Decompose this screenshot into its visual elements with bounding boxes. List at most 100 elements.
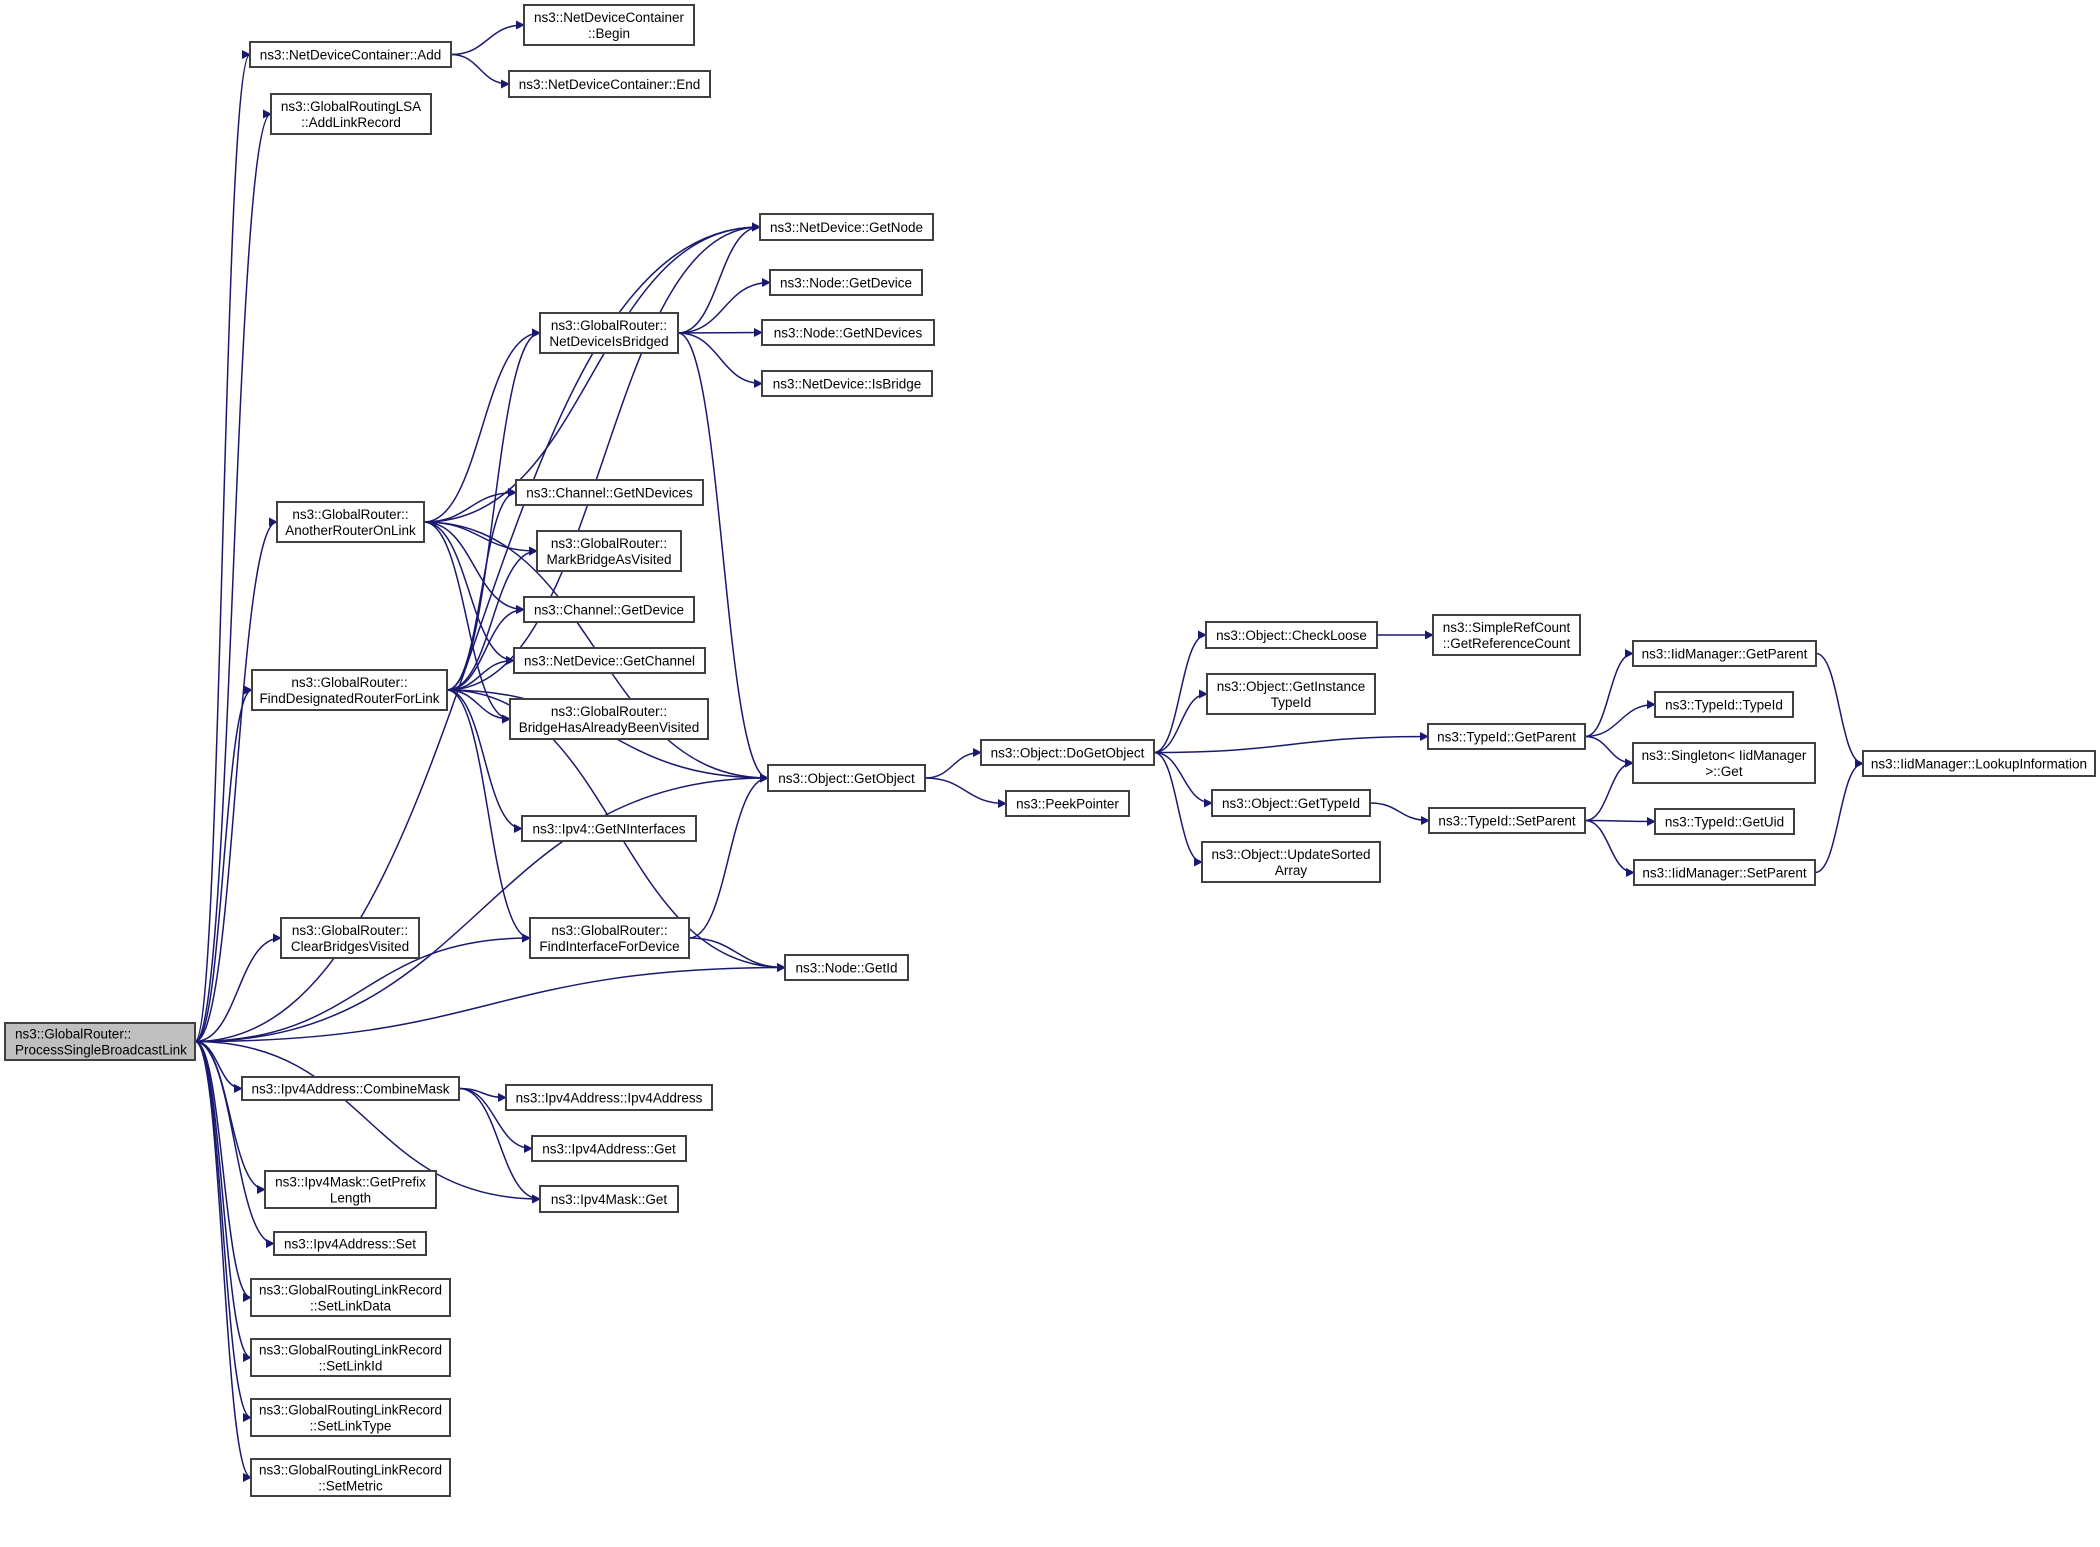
- node-ipv4-mask-get[interactable]: ns3::Ipv4Mask::Get: [539, 1185, 679, 1213]
- node-node-get-ndevices[interactable]: ns3::Node::GetNDevices: [761, 319, 935, 346]
- edge-root-to-set-link-data: [194, 1040, 252, 1302]
- edge-line: [423, 222, 761, 523]
- node-label: ns3::NetDeviceContainer: [534, 10, 685, 25]
- node-ndc-begin[interactable]: ns3::NetDeviceContainer::Begin: [523, 4, 695, 46]
- node-label: ns3::GlobalRoutingLinkRecord: [259, 1403, 442, 1418]
- node-set-link-data[interactable]: ns3::GlobalRoutingLinkRecord::SetLinkDat…: [250, 1278, 451, 1317]
- node-nd-get-channel[interactable]: ns3::NetDevice::GetChannel: [513, 647, 706, 674]
- edge-iid-set-parent-to-lookup-info: [1814, 759, 1864, 874]
- node-check-loose[interactable]: ns3::Object::CheckLoose: [1205, 621, 1378, 649]
- node-bridge-visited[interactable]: ns3::GlobalRouter::BridgeHasAlreadyBeenV…: [509, 698, 709, 740]
- node-get-object[interactable]: ns3::Object::GetObject: [767, 764, 926, 792]
- node-nd-get-node[interactable]: ns3::NetDevice::GetNode: [759, 213, 934, 241]
- node-ndc-add[interactable]: ns3::NetDeviceContainer::Add: [249, 41, 452, 68]
- node-ch-get-device[interactable]: ns3::Channel::GetDevice: [523, 596, 695, 623]
- node-label: ns3::TypeId::SetParent: [1438, 814, 1576, 829]
- node-tid-get-uid[interactable]: ns3::TypeId::GetUid: [1654, 808, 1795, 835]
- node-box: [250, 1278, 451, 1317]
- root-node[interactable]: ns3::GlobalRouter::ProcessSingleBroadcas…: [4, 1022, 196, 1061]
- node-label: ns3::TypeId::GetUid: [1665, 815, 1784, 830]
- node-ipv4-addr-get[interactable]: ns3::Ipv4Address::Get: [531, 1135, 687, 1162]
- node-tid-type-id[interactable]: ns3::TypeId::TypeId: [1654, 691, 1794, 718]
- node-node-get-id[interactable]: ns3::Node::GetId: [784, 954, 909, 981]
- node-mark-bridge[interactable]: ns3::GlobalRouter::MarkBridgeAsVisited: [536, 530, 682, 572]
- edge-get-object-to-do-get-object: [924, 748, 982, 779]
- node-clear-bridges[interactable]: ns3::GlobalRouter::ClearBridgesVisited: [280, 917, 420, 959]
- edge-root-to-another-router: [194, 517, 278, 1043]
- edge-another-router-to-nd-get-channel: [423, 521, 515, 665]
- node-net-dev-is-bridged[interactable]: ns3::GlobalRouter::NetDeviceIsBridged: [539, 312, 679, 354]
- node-ch-get-ndevices[interactable]: ns3::Channel::GetNDevices: [515, 479, 704, 506]
- node-iid-set-parent[interactable]: ns3::IidManager::SetParent: [1633, 859, 1816, 886]
- node-label: ns3::Object::GetTypeId: [1222, 796, 1360, 811]
- node-tid-set-parent[interactable]: ns3::TypeId::SetParent: [1428, 807, 1586, 834]
- edge-tid-set-parent-to-tid-get-uid: [1584, 816, 1656, 826]
- node-label: TypeId: [1271, 695, 1312, 710]
- edge-line: [688, 773, 769, 939]
- node-label: ns3::TypeId::GetParent: [1437, 730, 1576, 745]
- node-ipv4-addr[interactable]: ns3::Ipv4Address::Ipv4Address: [505, 1084, 713, 1111]
- node-ndc-end[interactable]: ns3::NetDeviceContainer::End: [508, 70, 711, 98]
- node-ref-count[interactable]: ns3::SimpleRefCount::GetReferenceCount: [1432, 614, 1581, 656]
- node-set-link-id[interactable]: ns3::GlobalRoutingLinkRecord::SetLinkId: [250, 1338, 451, 1377]
- node-box: [270, 93, 432, 135]
- edge-line: [446, 656, 515, 691]
- node-label: ns3::GlobalRouter::: [292, 507, 408, 522]
- node-get-ninterfaces[interactable]: ns3::Ipv4::GetNInterfaces: [521, 815, 697, 842]
- node-label: ns3::NetDevice::GetNode: [770, 220, 923, 235]
- node-obj-get-type-id[interactable]: ns3::Object::GetTypeId: [1211, 789, 1371, 817]
- node-find-iface[interactable]: ns3::GlobalRouter::FindInterfaceForDevic…: [529, 917, 690, 959]
- node-box: [515, 479, 704, 506]
- node-label: ns3::GlobalRouter::: [292, 923, 408, 938]
- node-node-get-device[interactable]: ns3::Node::GetDevice: [769, 269, 923, 296]
- node-box: [1633, 859, 1816, 886]
- edge-find-dr-to-net-dev-is-bridged: [446, 328, 541, 691]
- node-box: [521, 815, 697, 842]
- edge-find-dr-to-find-iface: [446, 689, 531, 943]
- node-singleton-get[interactable]: ns3::Singleton< IidManager>::Get: [1632, 742, 1816, 784]
- node-label: ns3::GlobalRouter::: [551, 923, 667, 938]
- edge-line: [677, 222, 761, 334]
- edge-line: [194, 50, 251, 1043]
- edge-line: [194, 222, 761, 1043]
- edge-line: [446, 328, 541, 691]
- node-label: ::Begin: [588, 26, 630, 41]
- edge-find-dr-to-nd-get-channel: [446, 656, 515, 691]
- edge-another-router-to-net-dev-is-bridged: [423, 328, 541, 523]
- node-set-metric[interactable]: ns3::GlobalRoutingLinkRecord::SetMetric: [250, 1458, 451, 1497]
- node-nd-is-bridge[interactable]: ns3::NetDevice::IsBridge: [761, 370, 933, 397]
- edge-line: [194, 1040, 252, 1482]
- edge-line: [194, 773, 769, 1043]
- node-label: Array: [1275, 863, 1308, 878]
- node-box: [280, 917, 420, 959]
- node-ipv4-addr-set[interactable]: ns3::Ipv4Address::Set: [273, 1231, 427, 1256]
- edge-net-dev-is-bridged-to-get-object: [677, 332, 769, 783]
- node-label: ns3::PeekPointer: [1016, 797, 1119, 812]
- node-set-link-type[interactable]: ns3::GlobalRoutingLinkRecord::SetLinkTyp…: [250, 1398, 451, 1437]
- node-label: ns3::GlobalRouter::: [551, 536, 667, 551]
- edge-line: [924, 748, 982, 779]
- edge-tid-set-parent-to-iid-set-parent: [1584, 819, 1635, 877]
- edge-net-dev-is-bridged-to-nd-is-bridge: [677, 332, 763, 388]
- node-lookup-info[interactable]: ns3::IidManager::LookupInformation: [1862, 750, 2096, 777]
- node-another-router[interactable]: ns3::GlobalRouter::AnotherRouterOnLink: [276, 501, 425, 543]
- node-label: ::SetLinkId: [319, 1359, 383, 1374]
- node-label: ns3::IidManager::GetParent: [1642, 647, 1808, 662]
- edge-line: [446, 546, 538, 691]
- node-box: [4, 1022, 196, 1061]
- node-find-dr[interactable]: ns3::GlobalRouter::FindDesignatedRouterF…: [251, 669, 448, 711]
- node-combine-mask[interactable]: ns3::Ipv4Address::CombineMask: [241, 1076, 460, 1101]
- edge-root-to-ipv4-addr-set: [194, 1040, 275, 1248]
- node-iid-get-parent[interactable]: ns3::IidManager::GetParent: [1632, 640, 1817, 667]
- edge-root-to-find-dr: [194, 685, 253, 1043]
- edge-line: [194, 685, 253, 1043]
- node-do-get-object[interactable]: ns3::Object::DoGetObject: [980, 739, 1155, 766]
- node-add-link-record[interactable]: ns3::GlobalRoutingLSA::AddLinkRecord: [270, 93, 432, 135]
- edge-line: [194, 1040, 275, 1248]
- node-tid-get-parent[interactable]: ns3::TypeId::GetParent: [1427, 723, 1586, 750]
- node-peek-pointer[interactable]: ns3::PeekPointer: [1005, 790, 1130, 817]
- edge-obj-get-type-id-to-tid-set-parent: [1369, 802, 1430, 825]
